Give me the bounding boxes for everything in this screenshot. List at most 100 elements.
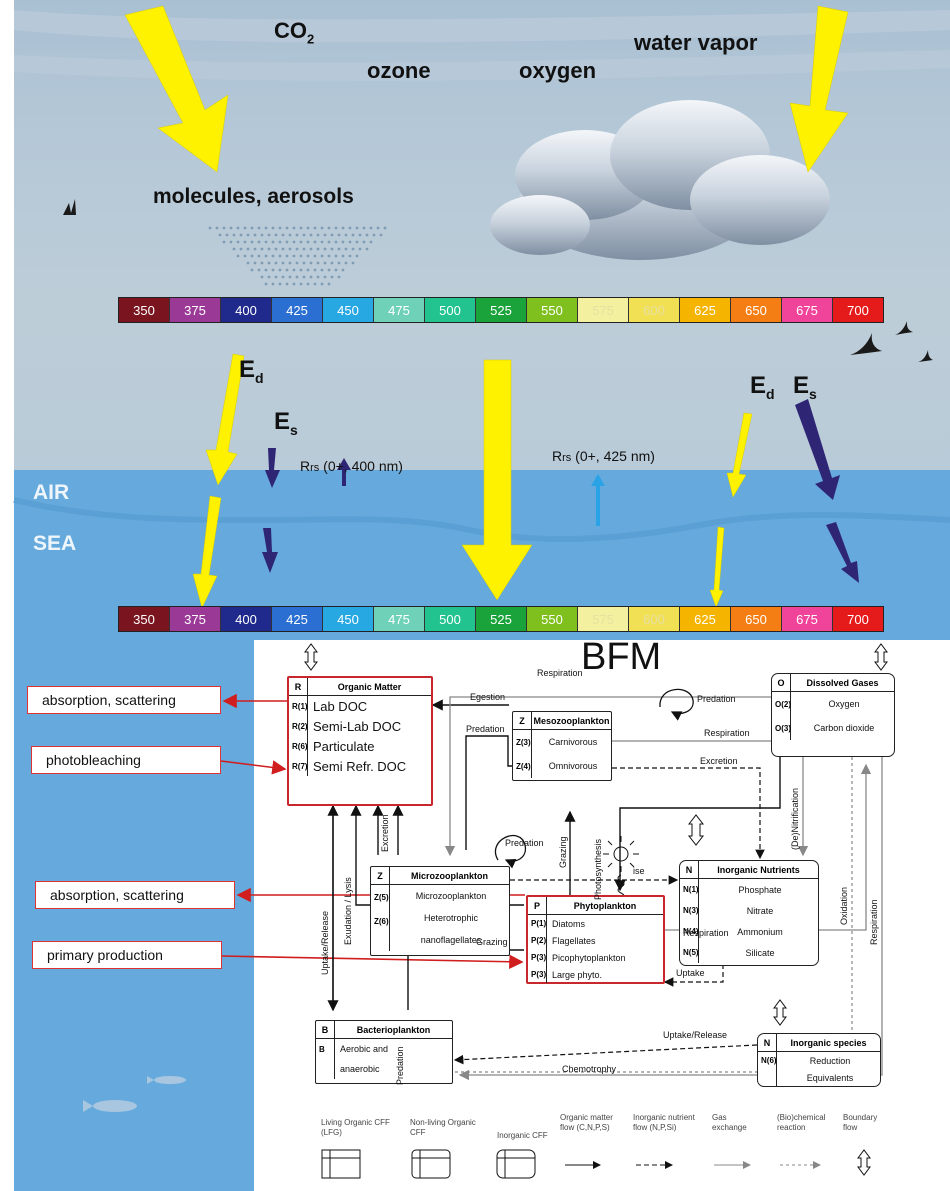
phyto-item: Diatoms bbox=[552, 918, 586, 929]
phyto-item: Flagellates bbox=[552, 935, 596, 946]
spectrum-cell-675: 675 bbox=[782, 298, 833, 322]
phyto-symbol: P(1) bbox=[531, 919, 547, 928]
spectrum-cell-625: 625 bbox=[680, 607, 731, 631]
phyto-item: Large phyto. bbox=[552, 969, 603, 980]
es-arrow-air-left bbox=[265, 448, 280, 488]
is-symbol: N(6) bbox=[761, 1056, 777, 1065]
spectrum-cell-375: 375 bbox=[170, 607, 221, 631]
sky-band bbox=[14, 50, 950, 81]
flow-chemotrophy: Chemotrophy bbox=[562, 1064, 617, 1074]
spectrum-cell-500: 500 bbox=[425, 298, 476, 322]
om-symbol: R(2) bbox=[292, 721, 308, 731]
ed-arrow-air-left bbox=[205, 353, 245, 486]
co2-label: CO2 bbox=[274, 18, 315, 47]
dg-key: O bbox=[772, 674, 791, 691]
flow-uptake-release-bottom: Uptake/Release bbox=[663, 1030, 728, 1040]
flow-respiration-top: Respiration bbox=[537, 668, 583, 678]
om-symbol: R(1) bbox=[292, 701, 308, 711]
phyto-item: Picophytoplankton bbox=[552, 952, 626, 963]
bact-item: Aerobic and bbox=[340, 1044, 389, 1054]
legend-om-flow: Organic matter flow (C,N,P,S) bbox=[560, 1113, 613, 1132]
es-arrow-air-right bbox=[795, 399, 840, 500]
flow-predation-micro-meso: Predation bbox=[466, 724, 505, 734]
ed-label-right: Ed bbox=[750, 372, 775, 402]
micro-key: Z bbox=[371, 867, 390, 884]
spectrum-cell-650: 650 bbox=[731, 298, 782, 322]
spectrum-cell-700: 700 bbox=[833, 298, 883, 322]
sun-icon bbox=[603, 836, 639, 872]
phyto-key: P bbox=[528, 897, 547, 914]
om-symbol: R(7) bbox=[292, 761, 308, 771]
nut-item: Ammonium bbox=[737, 926, 783, 937]
bact-symbol: B bbox=[319, 1044, 325, 1054]
spectrum-cell-650: 650 bbox=[731, 607, 782, 631]
solar-arrow-right bbox=[789, 5, 849, 173]
air-label: AIR bbox=[33, 481, 70, 504]
flow-uptake: Uptake bbox=[676, 968, 705, 978]
flow-oxidation: Oxidation bbox=[839, 886, 849, 925]
spectrum-cell-525: 525 bbox=[476, 298, 527, 322]
es-label-left: Es bbox=[274, 408, 298, 438]
sea-left-strip bbox=[14, 640, 254, 1191]
process-absorption-scattering-2: absorption, scattering bbox=[35, 881, 235, 909]
cloud-icon bbox=[490, 100, 830, 260]
dg-item: Oxygen bbox=[828, 699, 860, 709]
dg-item: Carbon dioxide bbox=[813, 723, 875, 733]
oxygen-label: oxygen bbox=[519, 58, 597, 83]
arrow-primary-production bbox=[221, 954, 524, 969]
rrs-400-arrow bbox=[337, 458, 351, 486]
process-absorption-scattering-1: absorption, scattering bbox=[27, 686, 221, 714]
boundary-arrow-icon bbox=[304, 643, 888, 1176]
om-key: R bbox=[289, 678, 308, 695]
is-key: N bbox=[758, 1034, 777, 1051]
spectrum-cell-625: 625 bbox=[680, 298, 731, 322]
rrs-425-label: Rrs (0+, 425 nm) bbox=[552, 448, 655, 464]
dg-title: Dissolved Gases bbox=[806, 677, 879, 688]
legend-living: Living Organic CFF (LFG) bbox=[321, 1118, 390, 1137]
micro-item: Heterotrophic bbox=[423, 913, 479, 923]
om-item: Lab DOC bbox=[313, 698, 368, 714]
ed-arrow-air-right bbox=[726, 412, 753, 498]
flow-uptake-release-left: Uptake/Release bbox=[320, 910, 330, 975]
flow-excretion-micro: Excretion bbox=[380, 814, 390, 852]
meso-item: Omnivorous bbox=[548, 761, 598, 771]
arrow-respiration-right bbox=[458, 757, 883, 1081]
wave-line bbox=[13, 497, 950, 543]
flow-exudation-lysis: Exudation / Lysis bbox=[343, 877, 353, 945]
meso-key: Z bbox=[513, 712, 532, 729]
nut-item: Nitrate bbox=[746, 905, 774, 916]
legend-nonliving: Non-living Organic CFF bbox=[410, 1118, 476, 1137]
flow-excretion-meso: Excretion bbox=[700, 756, 738, 766]
legend-in-flow: Inorganic nutrient flow (N,P,Si) bbox=[633, 1113, 695, 1132]
process-photobleaching: photobleaching bbox=[31, 746, 221, 774]
sea-label: SEA bbox=[33, 532, 77, 555]
legend-gas: Gas exchange bbox=[712, 1113, 747, 1132]
om-item: Semi Refr. DOC bbox=[313, 758, 407, 774]
ed-arrow-sea-right bbox=[709, 526, 725, 608]
legend-inorganic: Inorganic CFF bbox=[497, 1131, 548, 1140]
ed-arrow-sea-left bbox=[192, 495, 222, 609]
phyto-symbol: P(3) bbox=[531, 953, 547, 962]
spectrum-cell-700: 700 bbox=[833, 607, 883, 631]
flow-denitrification: (De)Nitrification bbox=[790, 787, 800, 850]
spectrum-cell-350: 350 bbox=[119, 298, 170, 322]
arrow-photobleaching-om bbox=[220, 760, 287, 775]
water-vapor-label: water vapor bbox=[634, 30, 758, 55]
rrs-400-label: Rrs (0+, 400 nm) bbox=[300, 458, 403, 474]
dg-symbol: O(3) bbox=[775, 723, 791, 733]
meso-symbol: Z(4) bbox=[516, 761, 531, 771]
predation-loop-meso bbox=[659, 688, 694, 721]
nut-item: Phosphate bbox=[738, 884, 782, 895]
solar-arrow-center bbox=[461, 359, 533, 601]
flow-predation-bact: Predation bbox=[395, 1046, 405, 1085]
flow-egestion: Egestion bbox=[470, 692, 506, 702]
spectrum-cell-525: 525 bbox=[476, 607, 527, 631]
flow-respiration-meso: Respiration bbox=[704, 728, 750, 738]
nut-symbol: N(3) bbox=[683, 906, 699, 915]
spectrum-cell-675: 675 bbox=[782, 607, 833, 631]
